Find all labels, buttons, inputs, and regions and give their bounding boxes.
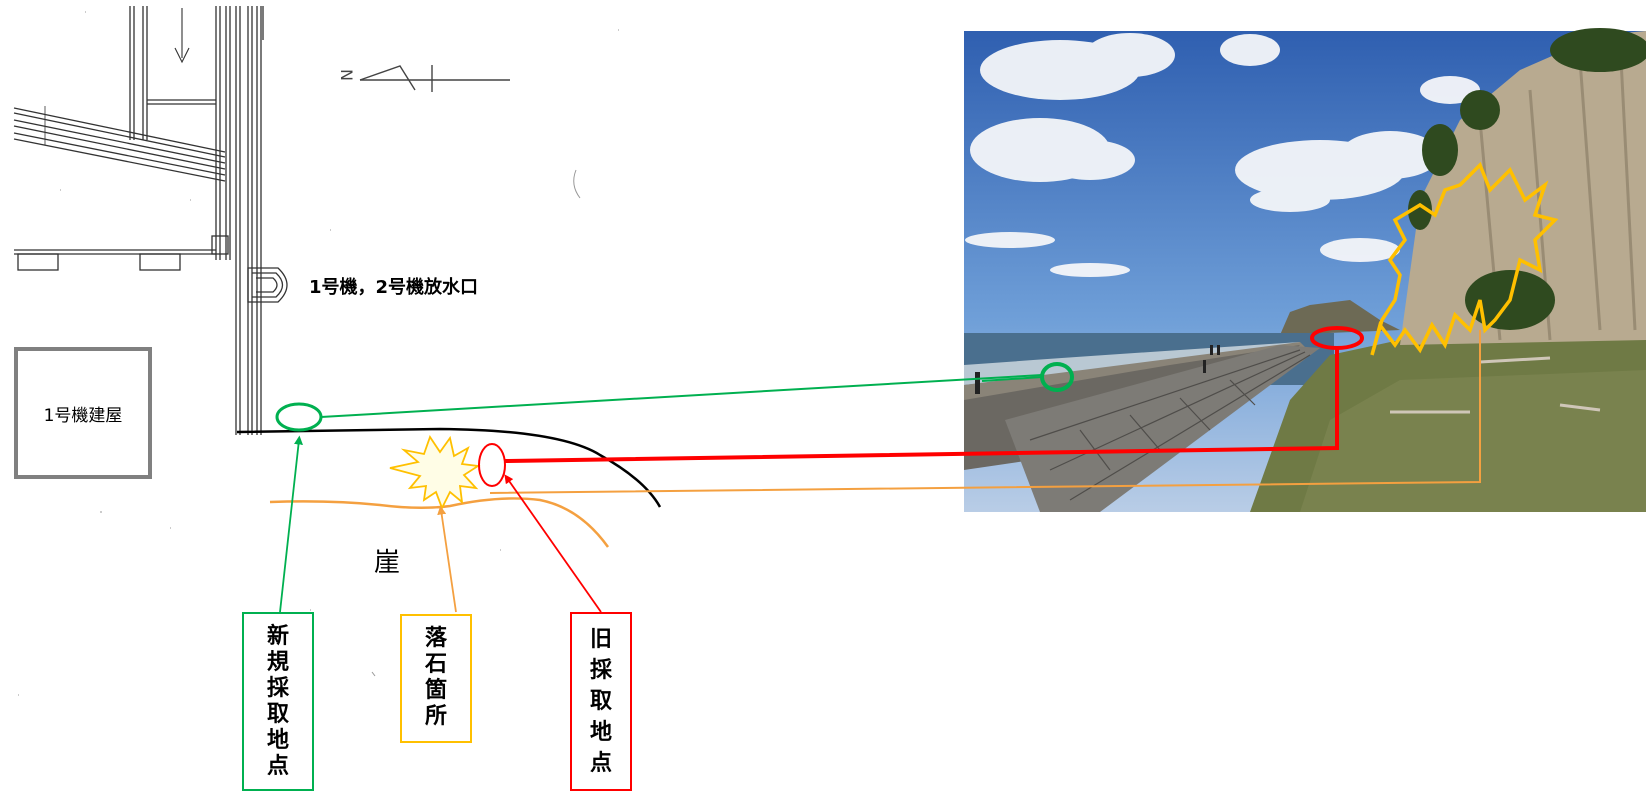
callout-char: 取 (266, 702, 289, 727)
north-arrow (359, 65, 510, 92)
callout-char: 箇 (424, 678, 447, 703)
plan-drawing (13, 6, 619, 696)
diagonal-pipe (13, 106, 226, 182)
outfall-structure (247, 267, 288, 303)
rockfall-burst-photo (1370, 161, 1559, 356)
old-point-leader (504, 348, 1339, 463)
outfall-label: 1号機，2号機放水口 (309, 277, 479, 298)
channel-walls (129, 6, 264, 435)
new-point-marker-map (275, 402, 323, 432)
callout-char: 点 (589, 751, 612, 776)
callout-char: 地 (266, 728, 289, 753)
callout-char: 落 (424, 626, 447, 651)
new-point-callout-text: 新規採取地点 (267, 624, 289, 780)
callout-char: 採 (589, 658, 612, 683)
old-point-marker-map (478, 443, 506, 487)
north-label: N (337, 69, 356, 81)
old-point-callout: 旧採取地点 (570, 612, 632, 791)
lower-structure (14, 235, 229, 271)
new-point-callout: 新規採取地点 (242, 612, 314, 791)
building-label: 1号機建屋 (43, 405, 123, 426)
callout-char: 所 (424, 704, 447, 729)
callout-char: 採 (266, 676, 289, 701)
rockfall-arrow (437, 505, 457, 613)
callout-char: 旧 (589, 627, 612, 652)
callout-char: 石 (424, 652, 447, 677)
rockfall-callout: 落石箇所 (400, 614, 472, 743)
clouds (965, 33, 1480, 277)
callout-char: 点 (266, 754, 289, 779)
rockfall-callout-text: 落石箇所 (425, 626, 447, 730)
callout-char: 新 (266, 624, 289, 649)
cliff-line (269, 497, 610, 548)
new-point-leader (320, 374, 1043, 418)
beach-photo (964, 28, 1646, 512)
new-point-photo-tick (981, 376, 1043, 382)
rockfall-leader (489, 330, 1481, 494)
rockfall-burst-map (389, 435, 481, 511)
old-point-callout-text: 旧採取地点 (590, 624, 612, 779)
callout-char: 地 (589, 720, 612, 745)
callout-char: 規 (266, 650, 289, 675)
new-point-arrow (279, 435, 303, 613)
callout-char: 取 (589, 689, 612, 714)
cliff-label: 崖 (374, 548, 401, 578)
old-point-arrow (504, 474, 602, 613)
coastline (236, 427, 662, 508)
building-box: 1号機建屋 (14, 347, 152, 479)
